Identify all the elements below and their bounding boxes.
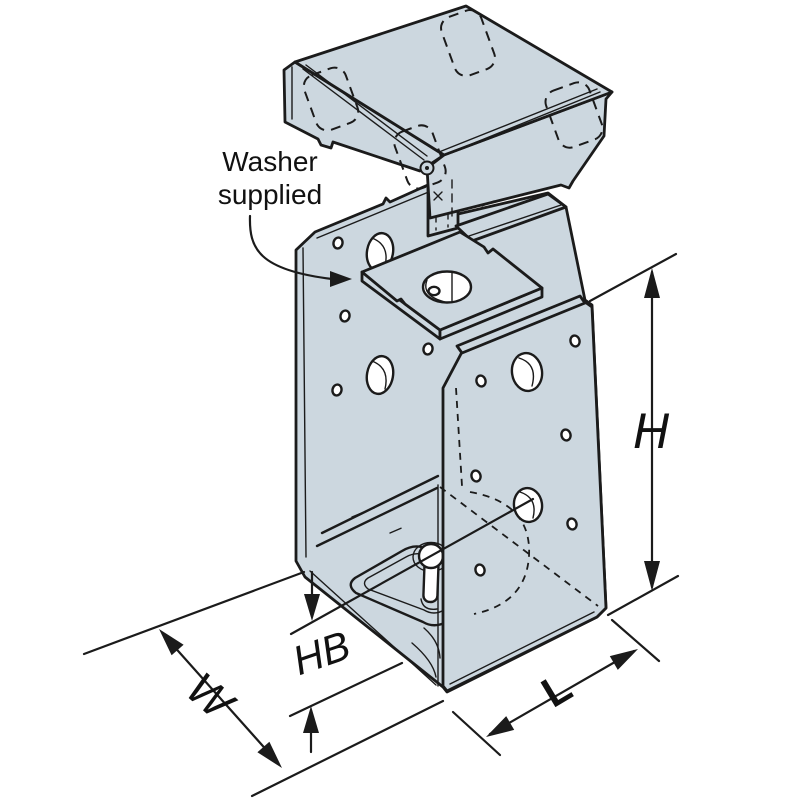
washer-supplied-note: Washer supplied — [217, 146, 323, 210]
cap-seam-right-a — [438, 88, 598, 153]
left-panel-top-thickness — [316, 183, 449, 239]
bolt-hole-crescent — [371, 360, 387, 390]
w-extension-top — [82, 570, 306, 656]
right-panel-bottom-thickness — [449, 611, 595, 685]
h-extension-bottom — [606, 574, 680, 617]
w-arrowhead-lower — [257, 741, 282, 768]
cap-top-face — [293, 4, 614, 157]
dimension-w — [82, 570, 445, 798]
interior-dash-2 — [389, 526, 405, 534]
hb-arrowhead-down — [304, 594, 320, 621]
base-inner-bottom-edge — [309, 570, 437, 686]
keyhole-lower-collar — [420, 598, 438, 610]
washer-leader-curve — [248, 214, 334, 281]
hidden-slot — [393, 124, 447, 190]
right-panel-holes — [470, 334, 581, 577]
nail-hole — [339, 309, 351, 323]
l-arrowhead-lower — [486, 716, 515, 737]
right-panel-top-lip — [455, 294, 587, 355]
nail-hole — [331, 383, 343, 397]
h-extension-top — [588, 252, 678, 303]
right-panel — [439, 179, 608, 693]
hidden-standoff-outline — [469, 491, 530, 615]
nail-hole — [332, 236, 344, 250]
cap-curl-center — [425, 166, 429, 170]
dimension-label-h: H — [633, 403, 670, 459]
hidden-bend-line — [455, 387, 463, 487]
cap-x-mark — [433, 191, 443, 201]
nail-hole — [566, 517, 578, 531]
base-fold-radius-2 — [411, 642, 437, 678]
cap-front-right-face — [425, 90, 614, 220]
bolt-hole — [365, 354, 395, 396]
post-cap — [282, 4, 614, 220]
bolt-hole — [512, 486, 544, 524]
left-panel-edge-thickness — [302, 247, 307, 558]
cap-seam-left-a — [302, 68, 425, 161]
right-panel-hidden-lines — [439, 387, 599, 615]
washer-leader-arrowhead — [330, 271, 352, 287]
hb-reference-line-top — [289, 497, 535, 636]
hidden-slot — [302, 66, 360, 132]
base-fold-line-outer — [320, 474, 440, 535]
washer-seat-fold — [465, 204, 562, 238]
dimension-h — [588, 252, 680, 617]
nail-hole — [470, 469, 482, 483]
w-dimension-line — [161, 632, 280, 765]
hidden-slot — [544, 81, 604, 149]
hb-arrowhead-up — [303, 706, 319, 733]
nail-hole — [422, 342, 434, 356]
hidden-base-line — [439, 486, 599, 607]
left-panel-holes — [331, 231, 434, 397]
nail-hole — [475, 374, 487, 388]
washer — [360, 230, 544, 341]
h-arrowhead-down — [644, 561, 660, 591]
w-extension-bottom — [250, 699, 445, 798]
washer-leader — [248, 214, 352, 287]
base-fold-radius-1 — [423, 627, 441, 659]
hb-reference-line-bottom — [288, 661, 404, 718]
bolt-hole — [510, 351, 544, 393]
nail-hole — [569, 334, 581, 348]
anchor-bolt-hole — [427, 285, 441, 297]
l-arrowhead-upper — [609, 649, 638, 670]
cap-seam-left-b — [305, 64, 428, 157]
dimension-annotations — [82, 214, 680, 798]
l-tick-top — [610, 618, 661, 663]
nail-hole — [474, 563, 486, 577]
interior-dash-1 — [351, 507, 375, 518]
bolt-hole-crescent — [519, 491, 535, 519]
cap-dash-mark — [481, 200, 495, 207]
hidden-slot — [440, 9, 496, 77]
l-dimension-line — [488, 649, 636, 736]
bolt-hole-crescent — [518, 357, 535, 387]
cap-seam-right-b — [441, 91, 601, 157]
base-fold-line-inner — [315, 486, 439, 548]
dimension-l — [451, 618, 661, 757]
l-tick-bottom — [451, 710, 502, 757]
nail-hole — [560, 428, 572, 442]
h-arrowhead-up — [644, 268, 660, 298]
w-arrowhead-upper — [159, 629, 184, 656]
cap-hidden-slots — [302, 9, 604, 190]
dimension-hb — [288, 497, 535, 754]
